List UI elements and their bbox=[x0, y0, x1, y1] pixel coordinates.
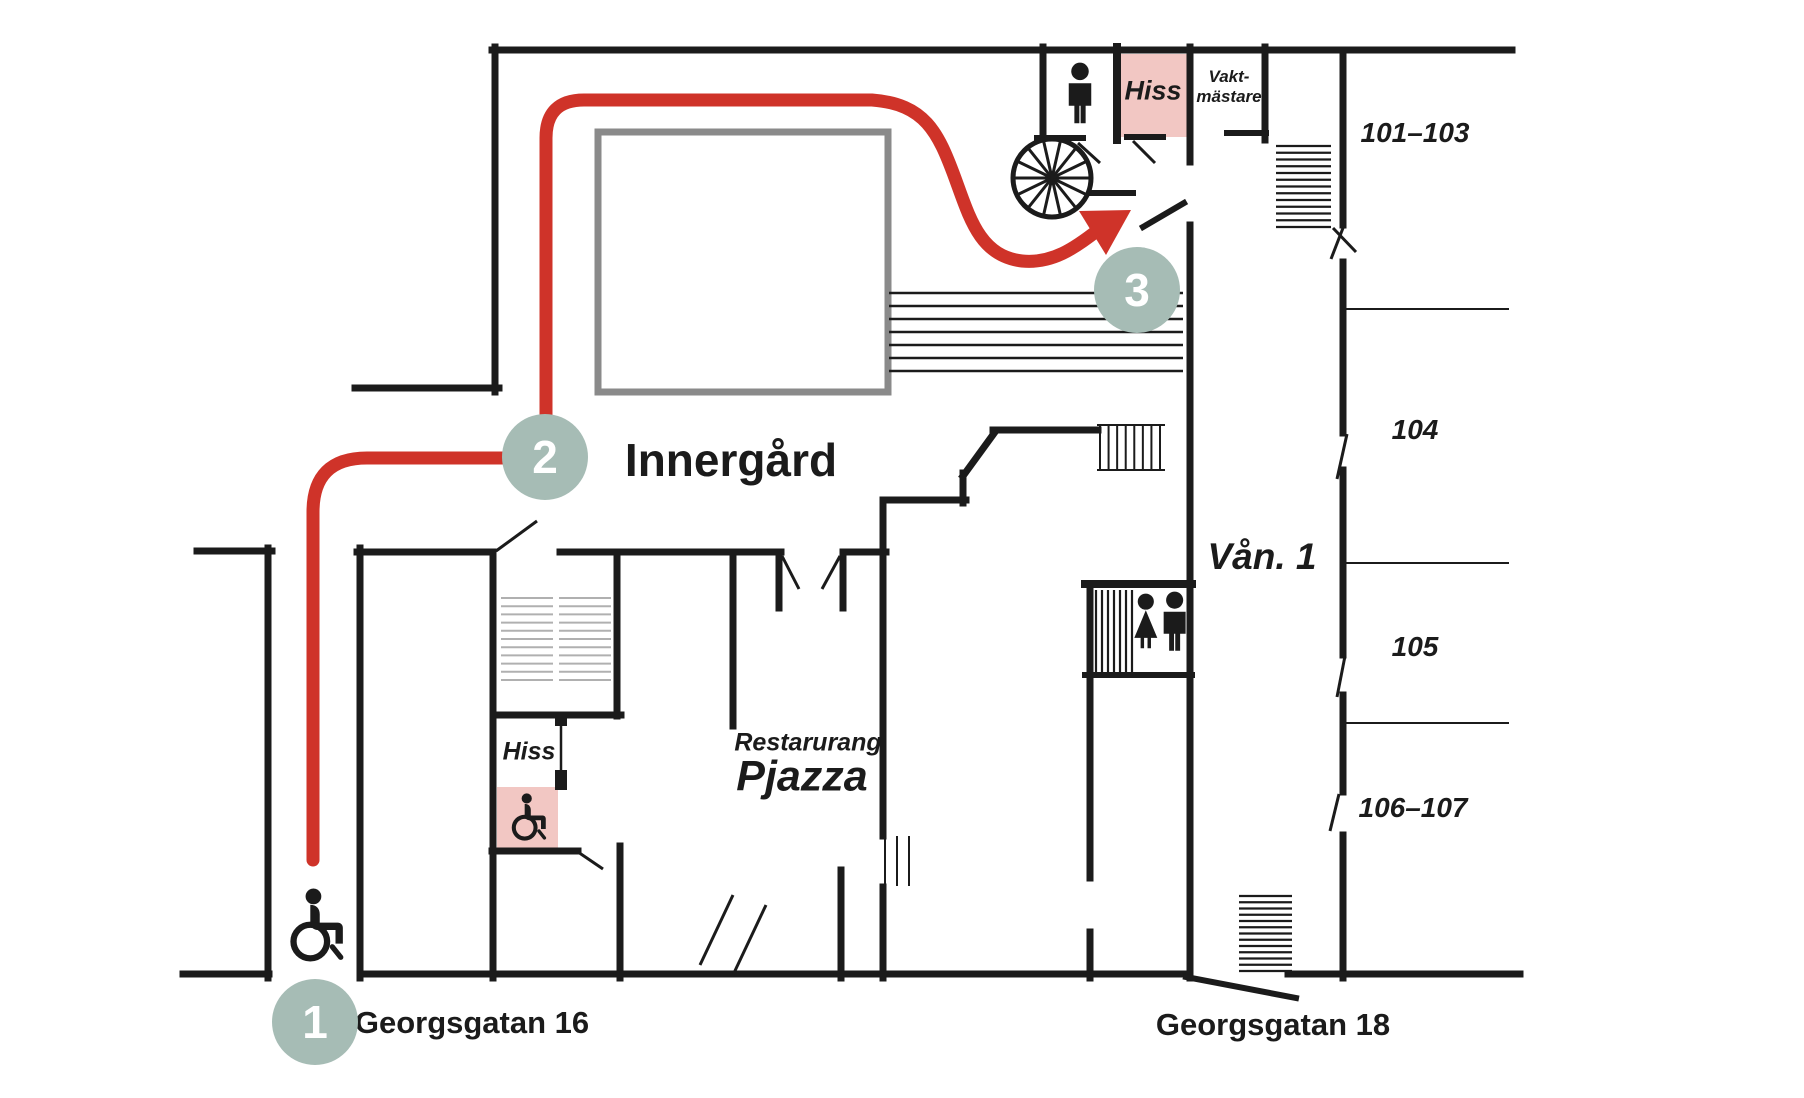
wc-woman-icon bbox=[1134, 593, 1158, 649]
room-label-106-107: 106–107 bbox=[1358, 792, 1468, 823]
route-arrowhead bbox=[1079, 210, 1131, 255]
route-marker-number: 3 bbox=[1124, 264, 1150, 316]
entrance-right-label: Georgsgatan 18 bbox=[1155, 1007, 1391, 1042]
route-marker-number: 2 bbox=[532, 431, 558, 483]
room-label-105: 105 bbox=[1391, 631, 1439, 662]
floor-label: Vån. 1 bbox=[1207, 536, 1317, 577]
elevator-top-box bbox=[1118, 54, 1188, 137]
room-divider-lines bbox=[1097, 308, 1509, 724]
wc-man-icon bbox=[1068, 62, 1092, 124]
elevator-bottom-label: Hiss bbox=[502, 737, 556, 766]
door-leaves bbox=[495, 139, 1358, 976]
caretaker-label-line1: Vakt- bbox=[1208, 67, 1250, 86]
courtyard-label: Innergård bbox=[624, 434, 838, 486]
route-marker-2: 2 bbox=[502, 414, 588, 500]
courtyard-square bbox=[594, 128, 892, 396]
route-marker-1: 1 bbox=[272, 979, 358, 1065]
caretaker-label-line2: mästare bbox=[1196, 87, 1262, 106]
wc-man-icon bbox=[1163, 591, 1186, 651]
restaurant-label-line2: Pjazza bbox=[736, 752, 868, 801]
stairs-hatch-layer bbox=[501, 144, 1331, 973]
spiral-staircase-icon bbox=[1010, 136, 1094, 220]
walls-layer bbox=[179, 43, 1524, 1002]
restaurant-label-line1: Restarurang bbox=[734, 728, 882, 757]
wheelchair-icon bbox=[294, 889, 343, 959]
room-label-104: 104 bbox=[1391, 414, 1439, 445]
entrance-left-label: Georgsgatan 16 bbox=[354, 1005, 590, 1040]
route-path bbox=[306, 93, 1105, 867]
route-marker-3: 3 bbox=[1094, 247, 1180, 333]
room-label-101-103: 101–103 bbox=[1360, 117, 1470, 148]
route-marker-number: 1 bbox=[302, 996, 328, 1048]
elevator-door-detail bbox=[555, 714, 567, 790]
elevator-top-label: Hiss bbox=[1124, 75, 1182, 106]
